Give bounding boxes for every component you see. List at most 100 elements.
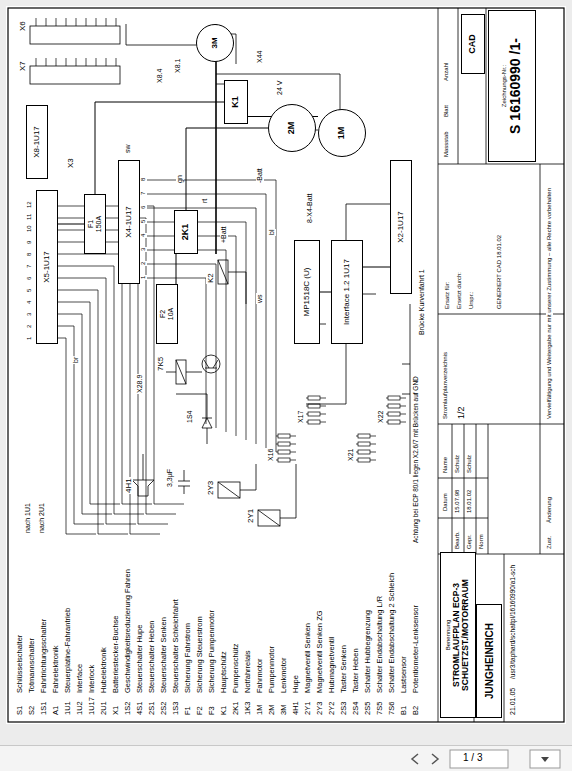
- legend-description: Sicherung Fahrstrom: [184, 622, 193, 694]
- legend-code: F2: [196, 705, 205, 716]
- bus-wire: [138, 208, 256, 444]
- annotation-text: X3: [66, 157, 75, 169]
- bus-wire: [138, 250, 226, 432]
- resistor-lead: [356, 460, 376, 461]
- relay-coil: K1: [224, 80, 248, 124]
- annotation-text: Blatt: [443, 104, 450, 118]
- annotation-text: Gepr.: [466, 533, 473, 550]
- legend-description: Pumpenmotor: [268, 645, 277, 694]
- legend-description: Batteriestecker-Buchse: [112, 614, 121, 694]
- legend-description: Fahrmotor: [256, 657, 265, 694]
- annotation-text: nach 2U1: [38, 502, 46, 534]
- legend-description: Schalter Hubbegrenzung: [364, 609, 373, 694]
- legend-code: 2S1: [148, 701, 157, 716]
- bus-wire: [56, 314, 112, 514]
- annotation-text: Schulz: [454, 454, 461, 474]
- pin-number: 11: [26, 213, 33, 221]
- resistor-lead: [306, 398, 326, 399]
- resistor-lead: [386, 398, 406, 399]
- annotation-text: nach 1U1: [24, 502, 32, 534]
- legend-code: K1: [220, 705, 229, 716]
- annotation-text: 2Y1: [246, 508, 255, 524]
- connector-pin: [66, 58, 67, 66]
- pin-number: 3: [140, 247, 147, 252]
- bus-wire: [56, 290, 128, 534]
- legend-code: A1: [52, 705, 61, 716]
- node-text: X8-1U17: [33, 126, 42, 158]
- motor-symbol: 2M: [268, 104, 316, 152]
- wire-connector: [320, 292, 331, 293]
- connector-pin: [76, 18, 77, 26]
- legend-description: Interface: [76, 663, 85, 694]
- legend-description: Steuerschalter Senken: [160, 616, 169, 694]
- resistor-lead: [356, 452, 376, 453]
- legend-description: Hauptschütz: [220, 650, 229, 694]
- resistor-symbol: [358, 434, 370, 438]
- legend-description: Magnetventil Senken: [304, 622, 313, 694]
- resistor-lead: [386, 414, 406, 415]
- pin-number: 6: [26, 276, 33, 281]
- annotation-text: Bearb.: [454, 530, 461, 550]
- legend-code: 2K1: [232, 701, 241, 716]
- wire-connector: [186, 128, 268, 210]
- fuse-box: F210A: [156, 284, 178, 344]
- resistor-symbol: [308, 404, 320, 408]
- annotation-text: Vervielfältigung und Weitergabe nur mit …: [546, 187, 553, 420]
- bus-wire: [56, 326, 104, 524]
- connector-block: X4-1U17: [118, 160, 140, 284]
- annotation-text: Massstab: [443, 130, 450, 158]
- pin-number: 12: [26, 200, 33, 209]
- annotation-text: X17: [297, 410, 305, 424]
- annotation-text: Name: [442, 456, 449, 474]
- wire-connector: [58, 224, 84, 225]
- node-text: 3M: [211, 37, 220, 48]
- annotation-text: /usr3/taphard/schaltpl/16160990/a1-sch: [509, 564, 516, 680]
- legend-code: 2M: [268, 704, 277, 716]
- module-box: MP1518C (U): [294, 240, 320, 344]
- connector-block: X8-1U17: [26, 105, 48, 179]
- annotation-text: 1S4: [186, 410, 194, 424]
- connector-pin: [106, 18, 107, 26]
- connector-pin: [86, 18, 87, 26]
- pin-number: 1: [140, 275, 147, 280]
- legend-code: S2: [28, 705, 37, 716]
- resistor-lead: [306, 414, 326, 415]
- node-text: MP1518C (U): [303, 268, 312, 317]
- legend-description: Sicherung Steuerstrom: [196, 615, 205, 694]
- annotation-text: gn: [176, 174, 184, 184]
- annotation-text: Datum: [442, 492, 449, 512]
- legend-code: 1M: [256, 704, 265, 716]
- bus-wire: [138, 264, 216, 428]
- motor-symbol: 1M: [318, 109, 366, 157]
- annotation-text: 7K5: [156, 356, 165, 372]
- connector-pin: [36, 58, 37, 66]
- connector-pin: [116, 58, 117, 66]
- bus-wire: [56, 218, 176, 514]
- resistor-lead: [386, 422, 406, 423]
- resistor-symbol: [358, 458, 370, 462]
- legend-code: 1S2: [124, 701, 133, 716]
- resistor-lead: [276, 444, 296, 445]
- bus-wire: [56, 278, 136, 524]
- legend-description: Taster Senken: [340, 644, 349, 694]
- annotation-text: Brücke Kurvenfahrt 1: [418, 268, 426, 336]
- resistor-lead: [306, 422, 326, 423]
- legend-description: Schalter Endabschaltung 2 Schleich: [388, 572, 397, 694]
- bus-wire: [138, 222, 246, 440]
- annotation-text: X6: [18, 20, 27, 32]
- node-text: 150A: [95, 216, 103, 232]
- annotation-text: GENERIERT CAD 18.01.02: [496, 234, 503, 310]
- legend-code: 1S1: [40, 701, 49, 716]
- pin-number: 8: [140, 177, 147, 182]
- pin-number: 8: [26, 252, 33, 257]
- annotation-text: 8-X4-Batt: [306, 192, 314, 224]
- annotation-text: K2: [206, 272, 215, 284]
- pin-number: 7: [26, 264, 33, 269]
- annotation-text: X44: [256, 50, 264, 64]
- legend-description: Steuerschalter Schleichfahrt: [172, 598, 181, 694]
- connector-pin: [116, 18, 117, 26]
- legend-description: Schalter Endabschaltung L/R: [376, 595, 385, 694]
- drawing-number-cell: Zeichnungs-Nr.:S 16160990 /1-: [488, 10, 536, 162]
- node-text: 1M: [337, 127, 347, 140]
- legend-code: X1: [112, 705, 121, 716]
